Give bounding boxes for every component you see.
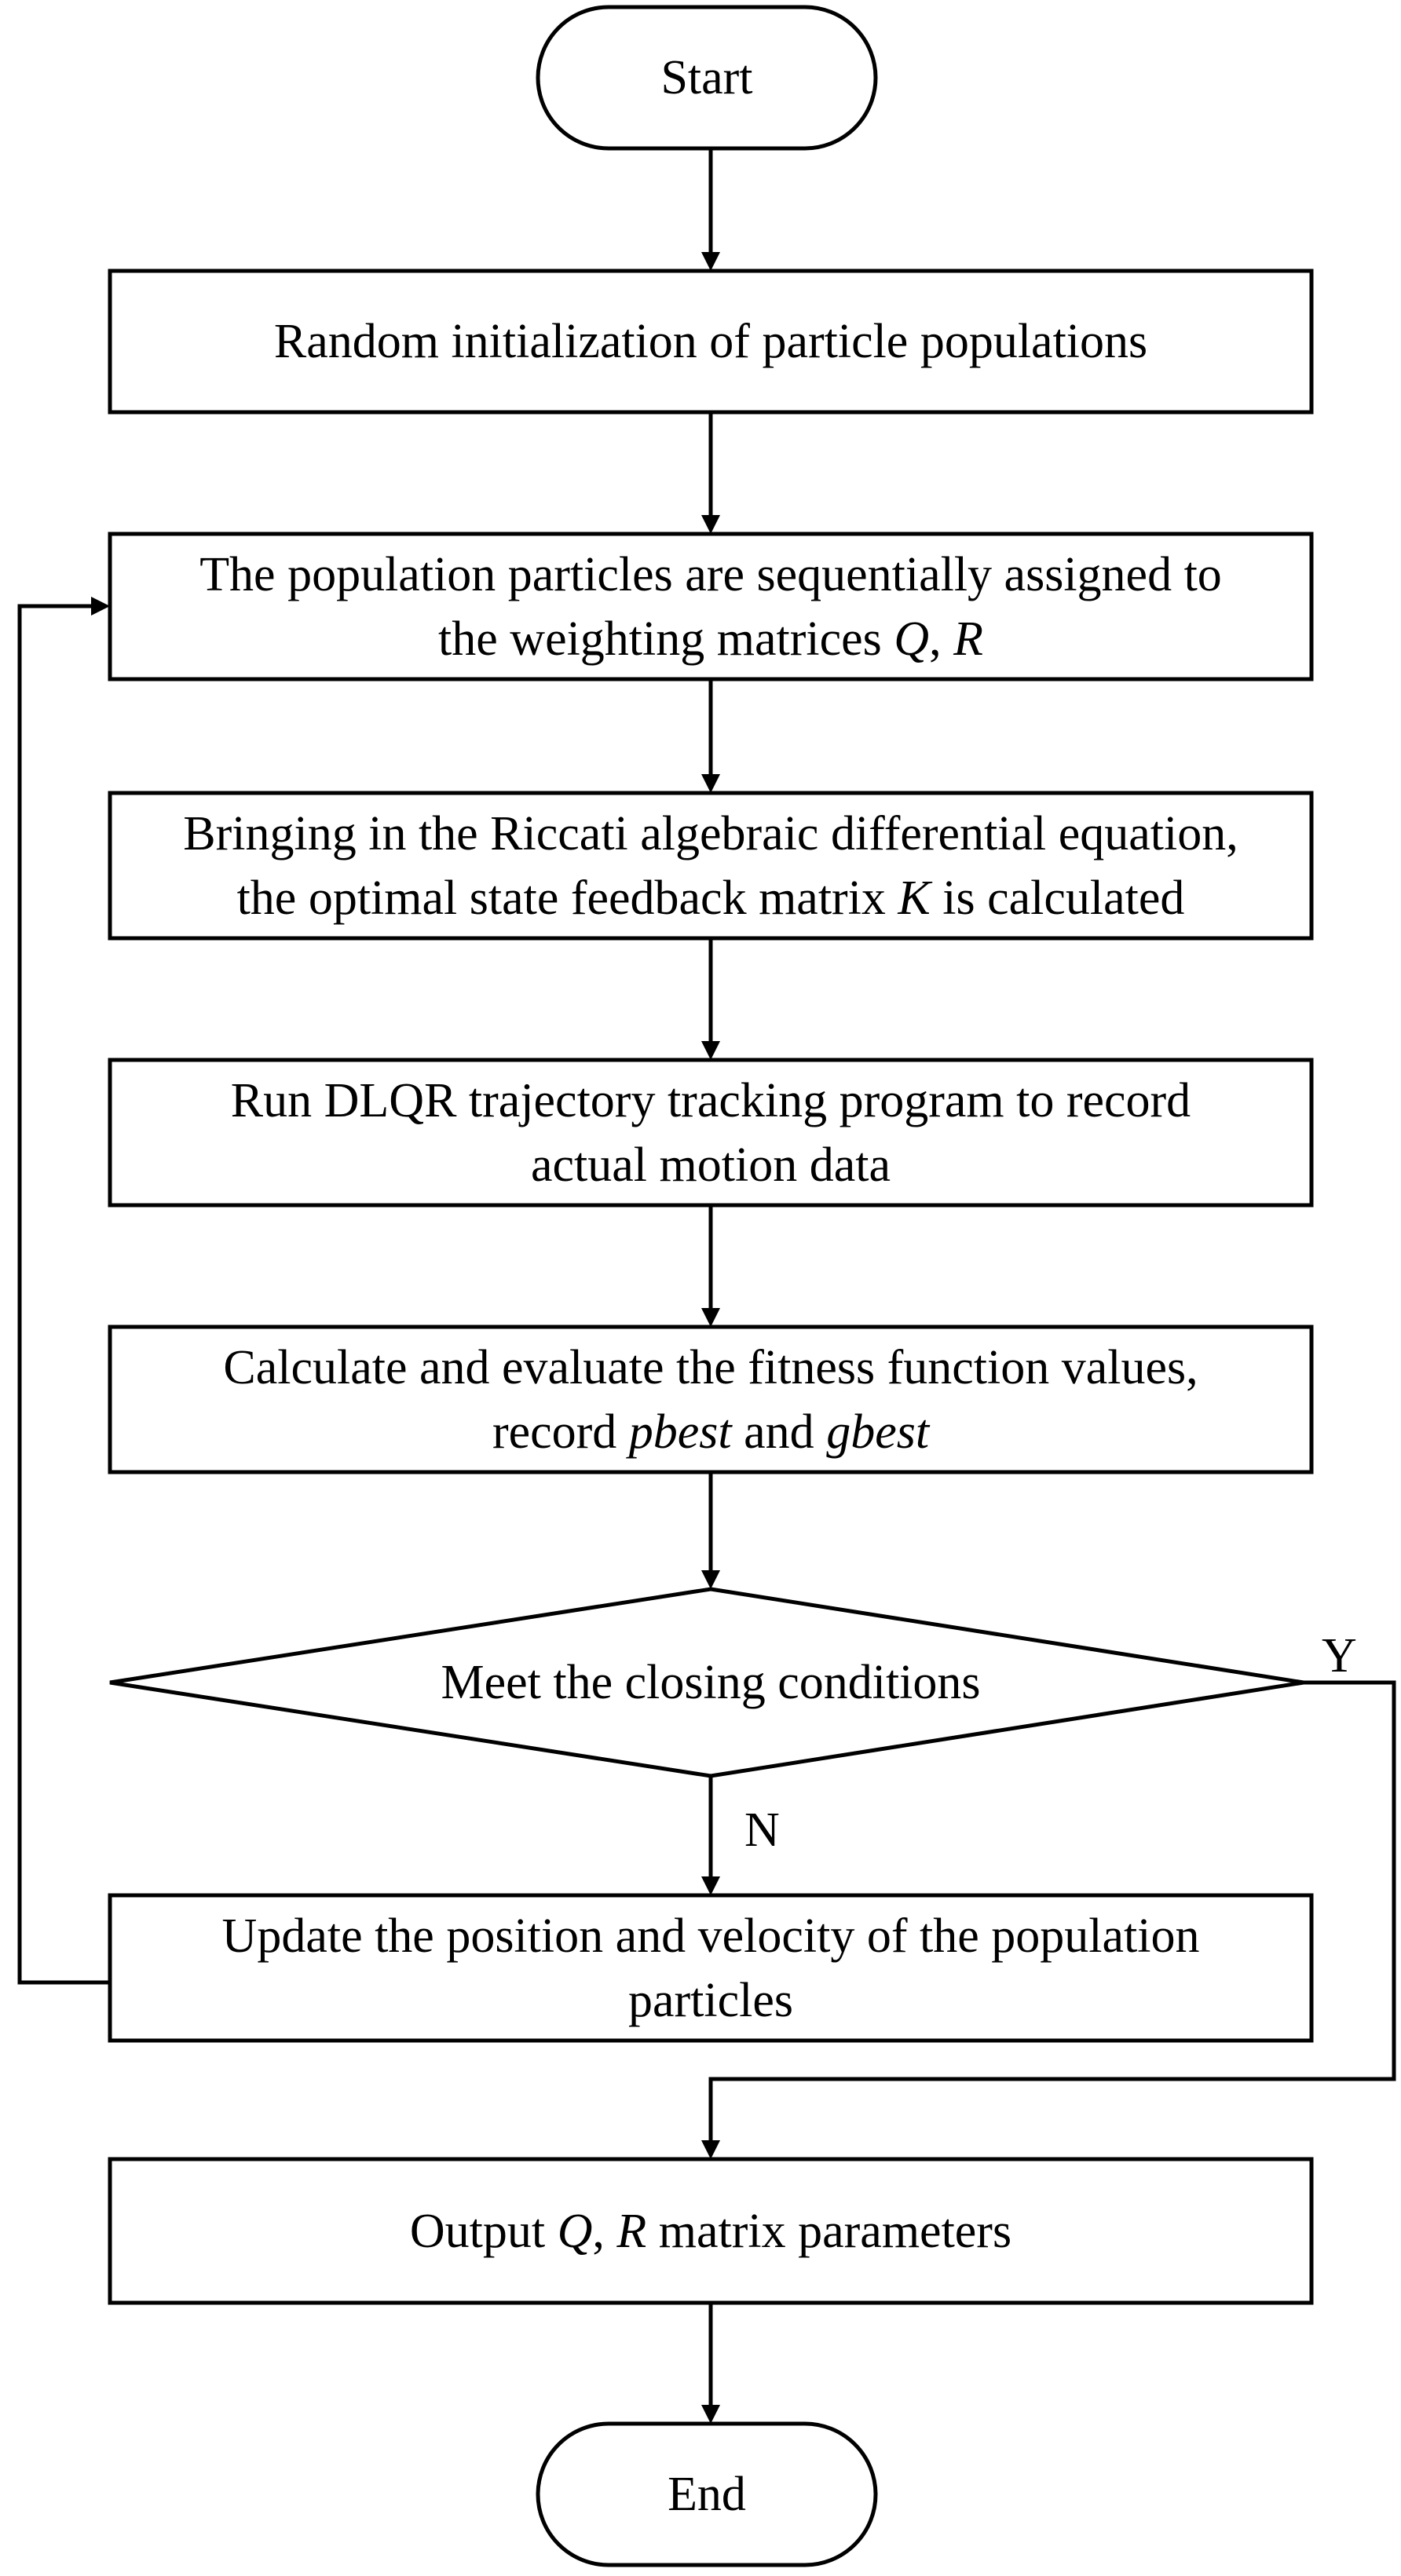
- edge-label-yes: Y: [1322, 1629, 1357, 1683]
- arrowhead-evaluate: [701, 1308, 720, 1327]
- arrowhead-riccati: [701, 774, 720, 793]
- arrowhead-decision: [701, 1570, 720, 1589]
- update-label: Update the position and velocity of the …: [221, 1909, 1200, 2027]
- arrowhead-loop: [91, 597, 110, 616]
- start-label: Start: [660, 51, 753, 104]
- arrowhead-init: [701, 252, 720, 271]
- edge-label-no: N: [744, 1803, 780, 1857]
- arrowhead-assign: [701, 515, 720, 534]
- start-terminal: [536, 5, 878, 151]
- end-label: End: [668, 2468, 746, 2521]
- riccati-label: Bringing in the Riccati algebraic differ…: [183, 806, 1238, 925]
- decision-label: Meet the closing conditions: [441, 1656, 981, 1709]
- assign-label: The population particles are sequentiall…: [199, 547, 1222, 666]
- output-label: Output Q, R matrix parameters: [409, 2204, 1012, 2258]
- evaluate-label: Calculate and evaluate the fitness funct…: [223, 1340, 1198, 1459]
- end-terminal: [536, 2421, 878, 2567]
- init-label: Random initialization of particle popula…: [273, 315, 1148, 368]
- edge-decision-yes: [708, 1680, 1396, 2142]
- arrowhead-output: [701, 2140, 720, 2159]
- arrowhead-run: [701, 1041, 720, 1060]
- run-label: Run DLQR trajectory tracking program to …: [230, 1073, 1191, 1192]
- arrowhead-end: [701, 2405, 720, 2424]
- arrowhead-update: [701, 1876, 720, 1895]
- edge-update-loop: [17, 604, 110, 1985]
